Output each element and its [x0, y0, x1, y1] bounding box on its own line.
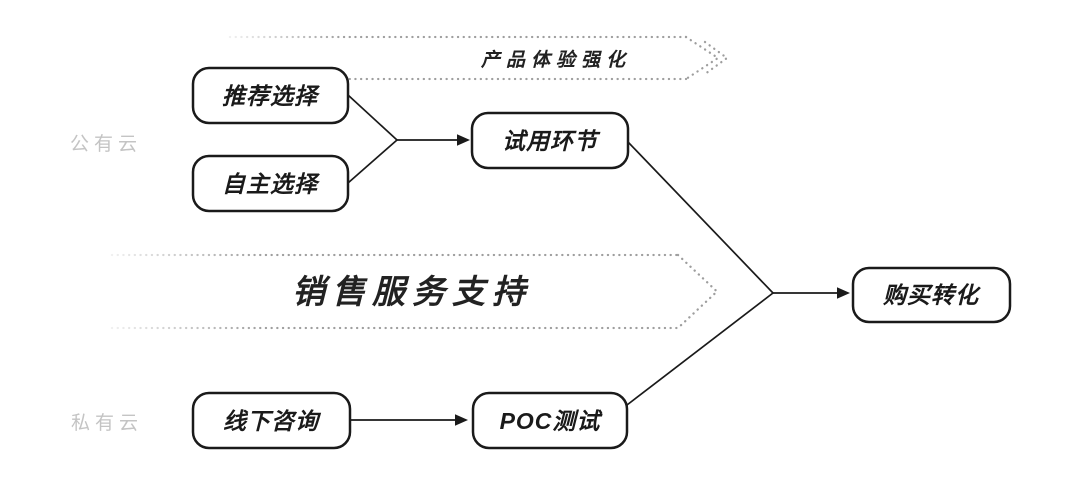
edge-recommend-join [347, 94, 398, 141]
lane-label-public-cloud: 公有云 [70, 133, 142, 155]
arrowhead-poc [455, 414, 468, 426]
node-poc: POC测试 [471, 391, 629, 450]
node-offline-consult-box [191, 391, 352, 450]
node-recommend-box [191, 66, 350, 125]
product-experience-band-chevron-2 [703, 40, 729, 76]
product-experience-band-chevron [684, 35, 721, 81]
node-recommend-label: 推荐选择 [222, 83, 320, 109]
node-self-select: 自主选择 [191, 154, 350, 213]
node-purchase: 购买转化 [851, 266, 1012, 324]
node-trial-label: 试用环节 [502, 128, 601, 154]
sales-service-band-label: 销售服务支持 [292, 273, 532, 310]
sales-service-band [110, 253, 719, 330]
node-poc-label: POC测试 [500, 408, 604, 434]
node-poc-box [471, 391, 629, 450]
node-purchase-box [851, 266, 1012, 324]
product-experience-band [228, 35, 729, 81]
edge-self-select-join [347, 139, 398, 184]
node-self-select-label: 自主选择 [222, 171, 320, 197]
edge-poc-join [626, 292, 774, 406]
edge-trial-join [627, 141, 774, 294]
node-trial-box [470, 111, 630, 170]
product-experience-band-label: 产品体验强化 [480, 49, 631, 71]
node-purchase-label: 购买转化 [882, 282, 981, 308]
node-offline-consult: 线下咨询 [191, 391, 352, 450]
node-trial: 试用环节 [470, 111, 630, 170]
node-recommend: 推荐选择 [191, 66, 350, 125]
node-self-select-box [191, 154, 350, 213]
edges [347, 94, 850, 426]
lane-label-private-cloud: 私有云 [71, 412, 143, 434]
arrowhead-purchase [837, 287, 850, 299]
arrowhead-trial [457, 134, 470, 146]
node-offline-consult-label: 线下咨询 [223, 408, 322, 434]
sales-service-band-chevron [676, 253, 719, 330]
